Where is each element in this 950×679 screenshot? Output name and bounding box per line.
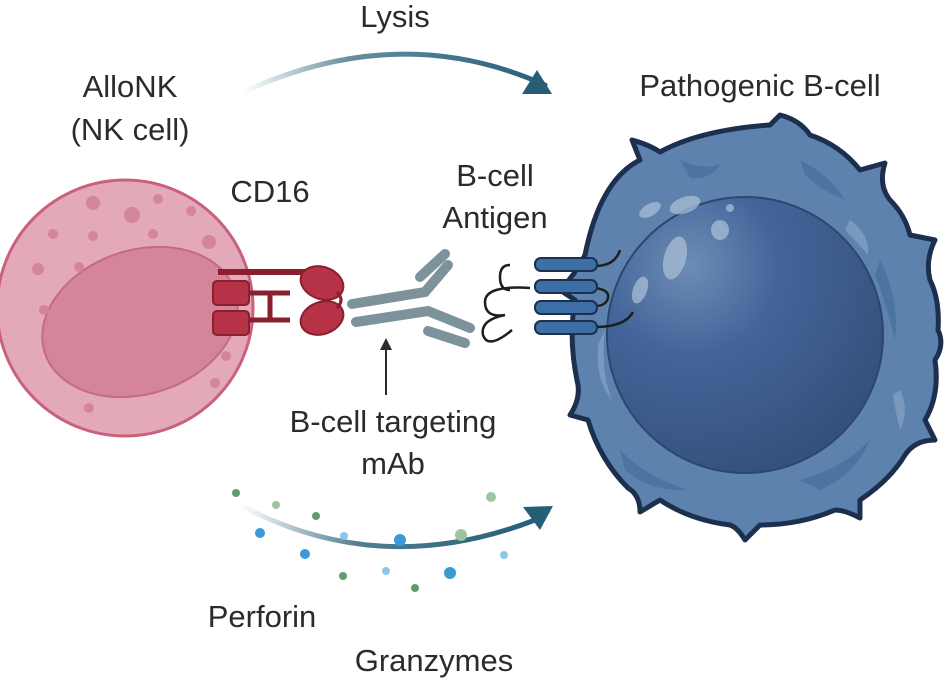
cytotoxic-release-arrow: [237, 502, 553, 550]
arrowhead-icon: [523, 506, 553, 530]
nk-granules: [32, 194, 231, 413]
mab-label-line1: B-cell targeting: [290, 404, 497, 439]
nucleus-highlights: [631, 195, 734, 304]
nk-cell-label-line2: (NK cell): [71, 112, 190, 147]
antigen-label-line2: Antigen: [442, 200, 547, 235]
pathogenic-b-cell-label: Pathogenic B-cell: [639, 68, 880, 103]
mab-pointer-arrow: [380, 338, 392, 395]
mab-label-line2: mAb: [361, 446, 425, 481]
lysis-label: Lysis: [360, 0, 429, 34]
arrowhead-icon: [522, 70, 552, 94]
granzyme-particles-light: [272, 492, 496, 541]
granzyme-particles: [232, 489, 419, 592]
lysis-arrow: [240, 51, 552, 95]
cd16-label: CD16: [230, 174, 309, 209]
perforin-particles: [255, 528, 456, 579]
granzymes-label: Granzymes: [355, 643, 513, 678]
pathogenic-b-cell: [557, 112, 944, 543]
antigen-label-line1: B-cell: [456, 158, 534, 193]
b-cell-nucleus: [606, 196, 884, 474]
nk-cell-label-line1: AlloNK: [83, 69, 178, 104]
antibody: [347, 249, 475, 348]
cd16-receptor: [212, 265, 345, 336]
nk-cell: [0, 178, 255, 438]
perforin-label: Perforin: [208, 599, 317, 634]
arrow-up-icon: [380, 338, 392, 350]
perforin-particles-light: [340, 532, 508, 575]
b-cell-antigen: [481, 249, 635, 343]
